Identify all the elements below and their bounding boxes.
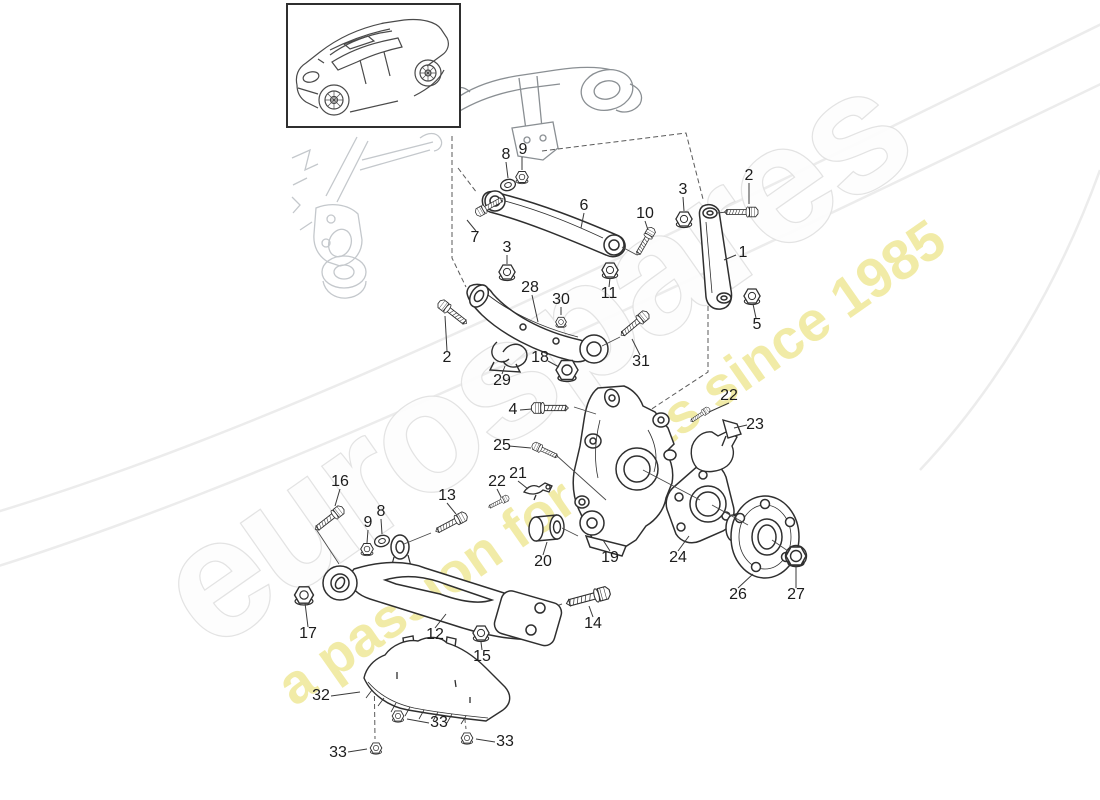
part-curved-arm-28 (466, 283, 609, 364)
nut-9-upper (515, 171, 529, 185)
nut-9-lower (360, 543, 374, 557)
part-clip-21 (522, 482, 553, 501)
part-link-1 (698, 203, 733, 310)
watermark-swoosh (0, 23, 1100, 567)
nut-33-a (391, 710, 405, 723)
washer-8-upper (498, 177, 518, 193)
subframe-mount-sketch (451, 66, 643, 161)
part-eccentric-nut-18 (555, 359, 579, 383)
part-bushing-20 (528, 514, 565, 542)
nut-33-c (369, 742, 383, 755)
part-clamp-29 (488, 341, 528, 373)
nut-15 (472, 625, 490, 643)
nut-3-mid (498, 264, 516, 282)
bolt-14 (564, 584, 613, 611)
nut-33-b (460, 732, 474, 745)
part-bearing-flange-24 (665, 462, 735, 544)
cayenne-suv-line-drawing (295, 18, 449, 116)
part-wheel-hub-26 (725, 495, 800, 579)
leader-lines (304, 157, 797, 753)
part-wheel-carrier-19 (572, 385, 677, 557)
part-sensor-holder-23 (690, 418, 742, 473)
part-axle-nut-27 (784, 544, 808, 568)
part-protective-plate-32 (363, 635, 511, 725)
vehicle-thumbnail (286, 3, 461, 128)
assembly-lines (315, 211, 789, 565)
nut-3-upper (675, 211, 693, 229)
nut-30 (555, 316, 567, 329)
subframe-context-sketch (291, 132, 443, 299)
nut-5 (743, 288, 761, 306)
nut-11 (601, 262, 619, 280)
nut-17 (293, 586, 315, 606)
part-lower-arm-12 (322, 534, 563, 647)
